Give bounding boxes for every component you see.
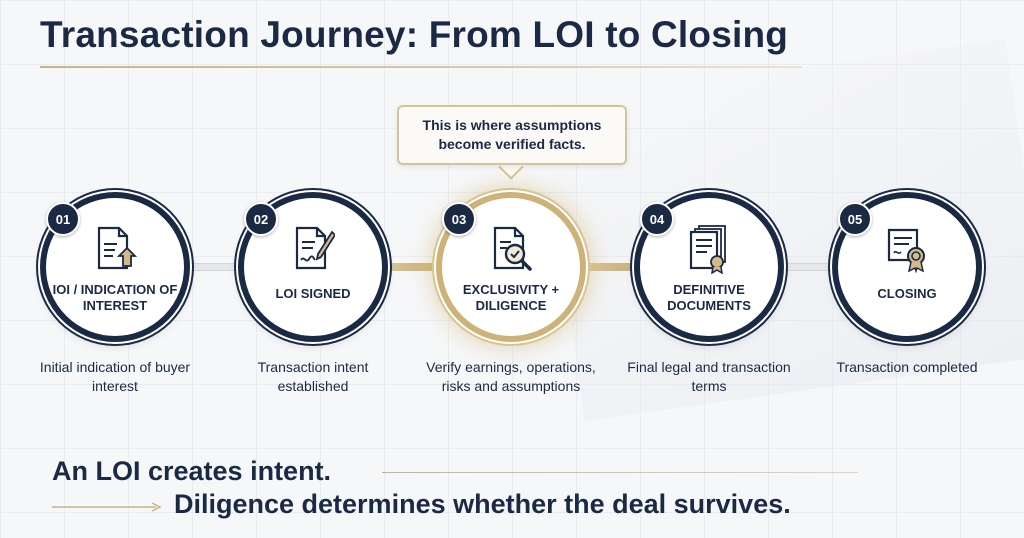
step-label: EXCLUSIVITY + DILIGENCE — [462, 282, 560, 313]
step-node-04: DEFINITIVE DOCUMENTS — [634, 192, 784, 342]
step-label: IOI / INDICATION OF INTEREST — [52, 282, 178, 313]
footer-line-1: An LOI creates intent. — [52, 456, 332, 486]
step-description: Final legal and transaction terms — [627, 359, 791, 394]
title-divider — [40, 66, 802, 68]
footer-line-2: Diligence determines whether the deal su… — [174, 489, 791, 519]
document-magnifier-icon — [493, 226, 532, 271]
page-title: Transaction Journey: From LOI to Closing — [40, 14, 789, 55]
connector-1-2 — [186, 263, 246, 271]
stacked-documents-seal-icon — [689, 225, 726, 274]
step-label: LOI SIGNED — [275, 286, 351, 301]
connector-4-5 — [780, 263, 840, 271]
connector-2-3 — [384, 263, 444, 271]
step-description: Verify earnings, operations, risks and a… — [426, 359, 596, 394]
step-description: Initial indication of buyer interest — [39, 359, 191, 394]
arrow-right-icon — [52, 502, 162, 512]
step-description: Transaction intent established — [257, 359, 369, 394]
step-number-badge: 02 — [244, 202, 278, 236]
document-signature-icon — [295, 226, 335, 270]
step-description: Transaction completed — [836, 359, 978, 375]
document-upload-icon — [97, 226, 137, 270]
step-number-badge: 03 — [442, 202, 476, 236]
step-number-badge: 04 — [640, 202, 674, 236]
callout-text: This is where assumptions become verifie… — [422, 117, 602, 152]
connector-3-4 — [582, 263, 642, 271]
step-number-badge: 05 — [838, 202, 872, 236]
footer-divider — [382, 472, 858, 473]
diligence-callout: This is where assumptions become verifie… — [397, 105, 627, 165]
step-label: DEFINITIVE DOCUMENTS — [667, 282, 751, 313]
certificate-icon — [887, 228, 925, 274]
step-number-badge: 01 — [46, 202, 80, 236]
step-label: CLOSING — [877, 286, 937, 301]
